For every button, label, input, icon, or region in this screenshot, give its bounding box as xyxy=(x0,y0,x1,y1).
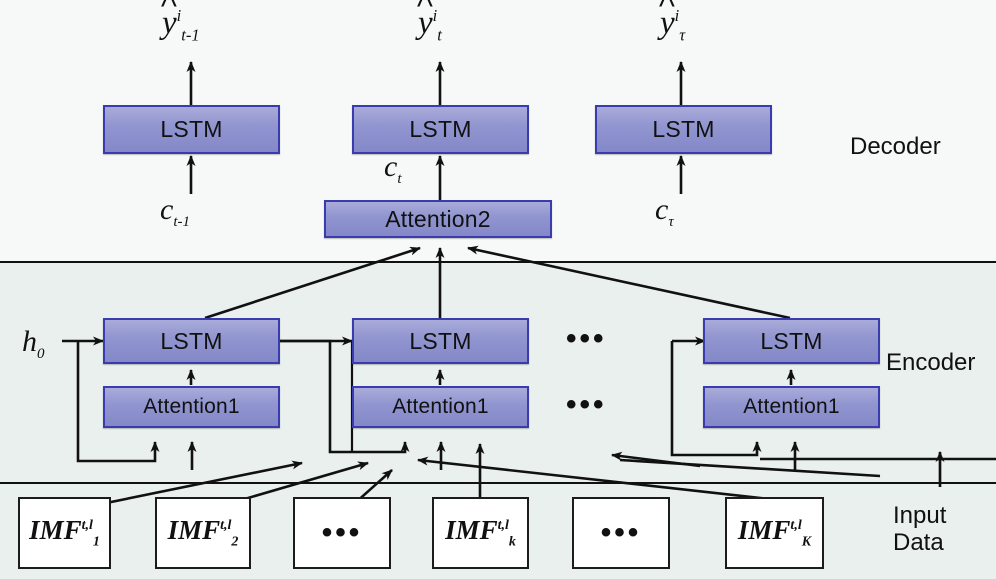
imf-label: IMFt,l2 xyxy=(167,515,239,550)
section-label-encoder: Encoder xyxy=(886,349,976,376)
ellipsis-label: ••• xyxy=(321,516,363,549)
output-superscript: i xyxy=(432,6,438,25)
decoder-attention2[interactable]: Attention2 xyxy=(324,200,552,238)
ellipsis-label: ••• xyxy=(600,516,642,549)
y-hat-symbol: y xyxy=(162,5,177,42)
input-box-imf-2[interactable]: IMFt,l2 xyxy=(155,497,251,569)
context-input-0: ct-1 xyxy=(160,193,190,231)
encoder-lstm-ellipsis: ••• xyxy=(566,322,607,355)
decoder-encoder-divider xyxy=(0,261,996,263)
encoder-attention1-1[interactable]: Attention1 xyxy=(352,386,529,428)
context-subscript: τ xyxy=(668,214,674,230)
output-subscript: τ xyxy=(679,25,686,45)
encoder-attention1-0[interactable]: Attention1 xyxy=(103,386,280,428)
encoder-lstm-1[interactable]: LSTM xyxy=(352,318,529,364)
section-label-input-data: Input Data xyxy=(893,502,947,556)
input-box-imf-K[interactable]: IMFt,lK xyxy=(725,497,824,569)
context-input-1: ct xyxy=(384,150,402,188)
y-hat-symbol: y xyxy=(418,5,433,42)
c-symbol: c xyxy=(384,150,398,183)
h-subscript: 0 xyxy=(37,346,45,362)
encoder-initial-state: h0 xyxy=(22,325,45,363)
output-superscript: i xyxy=(674,6,680,25)
decoder-lstm-1[interactable]: LSTM xyxy=(352,105,529,154)
section-label-decoder: Decoder xyxy=(850,133,941,160)
decoder-output-2: yiτ xyxy=(660,5,685,46)
output-superscript: i xyxy=(176,6,182,25)
y-hat-symbol: y xyxy=(660,5,675,42)
c-symbol: c xyxy=(160,193,174,226)
h-symbol: h xyxy=(22,325,37,358)
decoder-output-0: yit-1 xyxy=(162,5,200,46)
imf-label: IMFt,lk xyxy=(445,515,516,550)
c-symbol: c xyxy=(655,193,669,226)
context-input-2: cτ xyxy=(655,193,674,231)
imf-label: IMFt,l1 xyxy=(29,515,100,550)
imf-label: IMFt,lK xyxy=(737,515,812,550)
output-subscript: t-1 xyxy=(181,25,200,45)
encoder-lstm-0[interactable]: LSTM xyxy=(103,318,280,364)
encoder-input-divider xyxy=(0,482,996,484)
context-subscript: t-1 xyxy=(173,214,190,230)
decoder-output-1: yit xyxy=(418,5,442,46)
output-subscript: t xyxy=(437,25,442,45)
encoder-band xyxy=(0,262,996,483)
encoder-lstm-2[interactable]: LSTM xyxy=(703,318,880,364)
input-box-ellipsis-2: ••• xyxy=(572,497,670,569)
input-box-ellipsis-1: ••• xyxy=(293,497,391,569)
input-box-imf-k[interactable]: IMFt,lk xyxy=(432,497,529,569)
encoder-attention-ellipsis: ••• xyxy=(566,388,607,421)
encoder-attention1-2[interactable]: Attention1 xyxy=(703,386,880,428)
decoder-lstm-2[interactable]: LSTM xyxy=(595,105,772,154)
input-box-imf-1[interactable]: IMFt,l1 xyxy=(18,497,111,569)
decoder-lstm-0[interactable]: LSTM xyxy=(103,105,280,154)
context-subscript: t xyxy=(397,171,402,187)
